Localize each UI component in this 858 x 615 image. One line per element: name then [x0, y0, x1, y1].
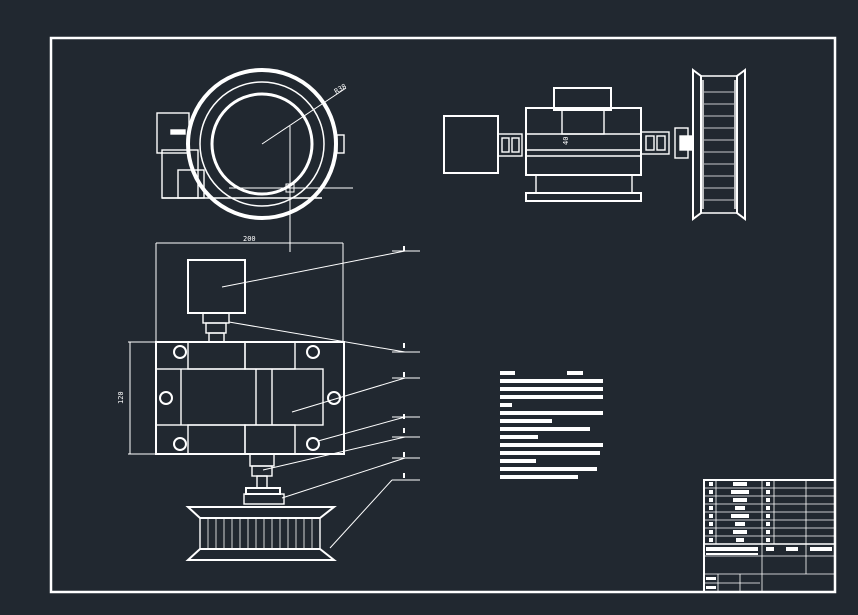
shaft-dimension-label: 40: [562, 137, 570, 145]
leader-marks: [403, 246, 405, 478]
gearbox-body: [525, 107, 642, 176]
width-dimension-label: 200: [243, 235, 256, 243]
title-block-text: [706, 482, 832, 589]
title-block: [703, 479, 836, 593]
plan-view: [128, 242, 406, 561]
motor-box: [443, 115, 499, 174]
drum-grooves: [704, 91, 734, 201]
gearbox-plan: [155, 341, 345, 455]
front-view: [156, 68, 353, 252]
side-view: [443, 68, 746, 221]
bore-circle: [210, 92, 314, 196]
drawing-border: [49, 36, 837, 594]
height-dimension-label: 120: [117, 391, 125, 404]
technical-notes: [500, 371, 603, 479]
motor-plan: [187, 259, 246, 314]
radius-dimension-label: R38: [333, 82, 348, 95]
drum-plan-top: [185, 506, 337, 519]
gearbox-top: [553, 87, 612, 111]
drum-left-flange: [692, 68, 702, 221]
drum-right-flange: [736, 68, 746, 221]
outer-flange: [186, 68, 338, 220]
leader-lines: [392, 250, 420, 481]
drum-plan-grooves: [207, 518, 313, 549]
